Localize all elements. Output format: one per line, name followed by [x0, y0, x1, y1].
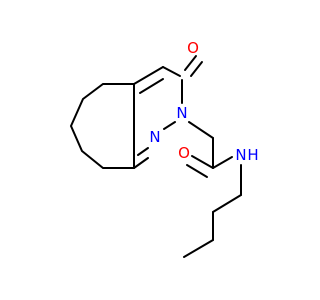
bond-c4-c3 — [162, 66, 181, 77]
bond-camide-n — [212, 156, 233, 169]
butyl-chain — [183, 194, 242, 258]
bond-c4a-c4 — [133, 66, 164, 85]
molecule-diagram: O N N O N H — [69, 39, 259, 258]
atom-n-amide: N — [235, 146, 246, 164]
bond-camide-o — [191, 155, 214, 169]
cycloheptane-bonds — [69, 83, 135, 169]
bond-c4a-c4-double — [139, 78, 164, 94]
bond-c3-o-double — [190, 61, 203, 77]
atom-labels: O N N O N H — [149, 39, 258, 164]
bond-n2-ch2 — [188, 121, 214, 139]
bond-c3-o — [184, 55, 197, 71]
atom-o-ketone: O — [187, 39, 199, 57]
atom-n-ring-1: N — [149, 128, 160, 146]
atom-o-amide: O — [178, 144, 190, 162]
atom-n-ring-2: N — [176, 104, 187, 122]
bond-n2-n1 — [163, 121, 176, 130]
bond-camide-o-double — [186, 164, 208, 178]
skeleton — [69, 55, 242, 258]
atom-h-amide: H — [247, 146, 258, 164]
bond-n1-c9a-double — [137, 147, 149, 156]
structure-overlay-svg: O N N O N H — [69, 39, 259, 258]
bond-n1-c9a — [133, 157, 149, 169]
